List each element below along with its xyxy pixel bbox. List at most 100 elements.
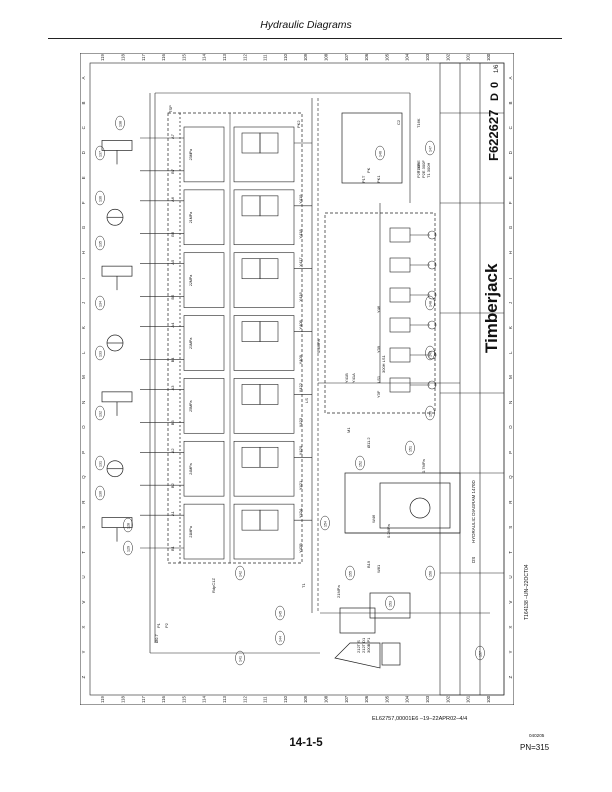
label-t1: T1 bbox=[301, 583, 306, 588]
callout-number: 132 bbox=[98, 411, 102, 417]
pressure-label: 23MPa bbox=[189, 149, 193, 160]
callout: 141 bbox=[235, 650, 245, 666]
column-number-bottom: 100 bbox=[486, 695, 491, 703]
column-number-bottom: 116 bbox=[161, 696, 166, 703]
label-press_2: 0.7MPa bbox=[421, 458, 426, 473]
callout-number: 145 bbox=[278, 611, 282, 617]
row-letter-left: D bbox=[81, 150, 86, 154]
row-letter-left: U bbox=[81, 575, 86, 578]
actuators bbox=[101, 140, 133, 542]
port-a-label: A1 bbox=[170, 510, 175, 516]
row-letter-left: J bbox=[81, 302, 86, 304]
row-letter-right: U bbox=[508, 575, 513, 578]
row-letter-left: H bbox=[81, 251, 86, 254]
actuator bbox=[101, 265, 133, 291]
title-rule bbox=[48, 38, 562, 39]
row-letter-right: E bbox=[508, 176, 513, 179]
label-press_4: 21MPa bbox=[336, 585, 341, 598]
column-number-top: 116 bbox=[161, 54, 166, 61]
solenoid-b-label: Y421 bbox=[298, 480, 303, 490]
callout-number: 154 bbox=[323, 521, 327, 527]
row-letter-left: A bbox=[81, 76, 86, 79]
drawing-frame bbox=[80, 53, 514, 705]
row-letter-left: I bbox=[81, 278, 86, 279]
row-letter-right: Q bbox=[508, 475, 513, 479]
callout: 153 bbox=[385, 595, 395, 611]
label-lower_ports: 212T D1 bbox=[361, 637, 366, 653]
solenoid-b-label: Y409 bbox=[298, 354, 303, 364]
pilot-valve-block bbox=[324, 112, 461, 669]
pilot-valve bbox=[389, 257, 437, 273]
callout-number: 150 bbox=[428, 411, 432, 417]
row-letter-left: G bbox=[81, 225, 86, 229]
solenoid-b-label: Y423 bbox=[298, 417, 303, 427]
column-number-bottom: 112 bbox=[242, 696, 247, 703]
solenoid-b-label: Y418 bbox=[298, 229, 303, 239]
label-t16p: T16P bbox=[416, 163, 421, 173]
label-b07: Ø0.7 bbox=[154, 634, 159, 643]
label-y3f: Y3F bbox=[376, 390, 381, 398]
page-number: PN=315 bbox=[520, 743, 550, 752]
column-number-top: 113 bbox=[222, 54, 227, 61]
valve-section bbox=[140, 189, 312, 246]
callout-number: 134 bbox=[98, 301, 102, 307]
label-lower_ports: 300B P1 bbox=[366, 637, 371, 653]
column-number-bottom: 111 bbox=[263, 696, 268, 703]
callout: 130 bbox=[95, 485, 105, 501]
column-number-top: 101 bbox=[466, 53, 471, 61]
label-press_3: 0.4MPa bbox=[316, 338, 321, 353]
label-pk1: PK1 bbox=[376, 175, 381, 183]
callout: 149 bbox=[425, 345, 435, 361]
callout-number: 142 bbox=[238, 571, 242, 577]
callout: 134 bbox=[95, 295, 105, 311]
row-letter-right: D bbox=[508, 150, 513, 154]
callout-number: 137 bbox=[98, 151, 102, 157]
row-letter-right: J bbox=[508, 302, 513, 304]
solenoid-a-label: Y419 bbox=[298, 194, 303, 204]
callout: 133 bbox=[95, 345, 105, 361]
solenoid-a-label: Y417 bbox=[298, 257, 303, 267]
port-a-label: A3 bbox=[170, 385, 175, 391]
callout: 154 bbox=[320, 515, 330, 531]
row-letter-left: B bbox=[81, 101, 86, 104]
label-lower_ports: 212T S bbox=[356, 640, 361, 653]
callout-number: 144 bbox=[278, 636, 282, 642]
column-number-top: 115 bbox=[181, 54, 186, 61]
column-number-bottom: 115 bbox=[181, 696, 186, 703]
column-number-bottom: 102 bbox=[445, 695, 450, 703]
actuator bbox=[106, 334, 124, 352]
row-letter-right: L bbox=[508, 351, 513, 354]
row-letter-right: H bbox=[508, 251, 513, 254]
row-letter-left: R bbox=[81, 500, 86, 504]
row-letter-right: X bbox=[508, 626, 513, 629]
label-b19: B19 bbox=[366, 560, 371, 568]
row-letter-left: S bbox=[81, 526, 86, 529]
row-letter-left: Q bbox=[81, 475, 86, 479]
row-letter-left: T bbox=[81, 551, 86, 554]
drawing-sheet: 1/6 bbox=[494, 64, 500, 73]
label-c2: C2 bbox=[396, 119, 401, 125]
label-ls_port: LS1 bbox=[376, 375, 381, 383]
pilot-valve bbox=[389, 347, 437, 363]
callout: 132 bbox=[95, 405, 105, 421]
callout: 128 bbox=[123, 517, 133, 533]
column-number-bottom: 108 bbox=[323, 695, 328, 703]
row-letter-right: O bbox=[508, 425, 513, 429]
label-pk: PK bbox=[366, 167, 371, 173]
column-number-bottom: 107 bbox=[344, 695, 349, 703]
label-press_1: 0.2MPa bbox=[386, 523, 391, 538]
callout: 156 bbox=[425, 565, 435, 581]
actuator bbox=[101, 391, 133, 416]
port-b-label: B5 bbox=[170, 294, 175, 300]
label-p3_port: 300H LS1 bbox=[381, 354, 386, 373]
port-a-label: A2 bbox=[170, 448, 175, 454]
column-number-top: 118 bbox=[120, 54, 125, 61]
row-letter-left: N bbox=[81, 401, 86, 404]
row-letter-right: I bbox=[508, 278, 513, 279]
label-port_group: T1 300H bbox=[426, 163, 431, 178]
port-a-label: A7 bbox=[170, 133, 175, 139]
callout-number: 128 bbox=[126, 523, 130, 529]
valve-section bbox=[140, 378, 312, 434]
